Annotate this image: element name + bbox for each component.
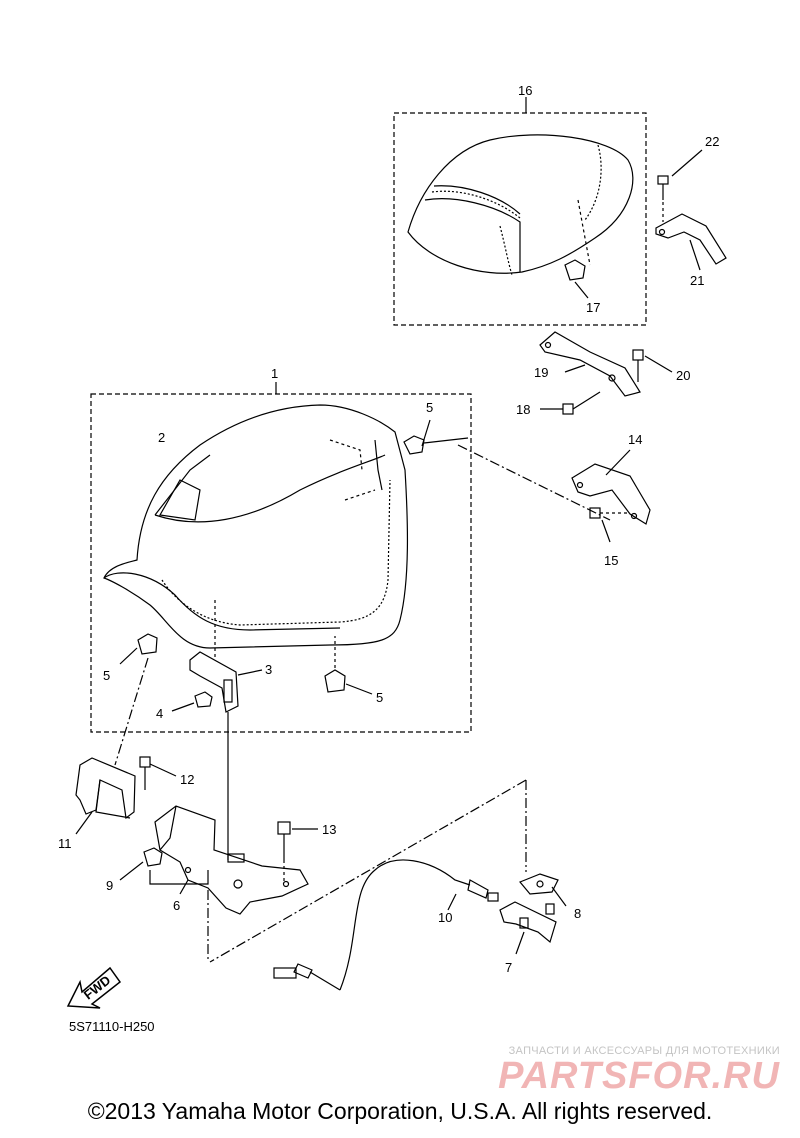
bolt-15 — [589, 507, 628, 543]
nut-4 — [171, 691, 213, 712]
watermark-logo: PARTSFOR.RU — [498, 1055, 780, 1097]
callout-20: 20 — [676, 368, 690, 383]
callout-19: 19 — [534, 365, 548, 380]
callout-16: 16 — [518, 83, 532, 98]
watermark-tagline: ЗАПЧАСТИ И АКСЕССУАРЫ ДЛЯ МОТОТЕХНИКИ — [508, 1045, 780, 1057]
bolt-12 — [139, 756, 177, 790]
callout-5-left: 5 — [103, 668, 110, 683]
callout-5-rear: 5 — [426, 400, 433, 415]
callout-9: 9 — [106, 878, 113, 893]
copyright-notice: ©2013 Yamaha Motor Corporation, U.S.A. A… — [87, 1098, 713, 1124]
seat-lock-7 — [499, 901, 557, 955]
seat-damper-5-right — [324, 636, 373, 695]
callout-4: 4 — [156, 706, 163, 721]
seat-bracket-6 — [154, 805, 309, 915]
rider-seat — [103, 404, 409, 649]
callout-6: 6 — [173, 898, 180, 913]
callout-17: 17 — [586, 300, 600, 315]
seat-bracket-11 — [75, 757, 136, 835]
callout-14: 14 — [628, 432, 642, 447]
callout-11: 11 — [58, 836, 72, 851]
callout-21: 21 — [690, 273, 704, 288]
callout-18: 18 — [516, 402, 530, 417]
bolt-22 — [657, 149, 703, 222]
seat-bracket-3 — [189, 600, 263, 713]
rider-seat-group-box — [90, 393, 472, 733]
callout-7: 7 — [505, 960, 512, 975]
seat-lock-cable-10 — [273, 859, 499, 991]
lock-plate-8 — [519, 873, 567, 907]
passenger-seat-group-box — [393, 112, 647, 326]
seat-damper-17 — [564, 259, 589, 299]
passenger-seat — [407, 134, 634, 276]
seat-damper-5-rear — [403, 419, 469, 455]
seat-bracket-19 — [539, 331, 641, 397]
diagram-part-code: 5S71110-H250 — [69, 1019, 155, 1034]
seat-bracket-21 — [655, 213, 727, 271]
callout-22: 22 — [705, 134, 719, 149]
callout-15: 15 — [604, 553, 618, 568]
callout-13: 13 — [322, 822, 336, 837]
seat-damper-5-left — [119, 633, 158, 665]
bolt-18 — [540, 391, 601, 415]
callout-5-right: 5 — [376, 690, 383, 705]
callout-1: 1 — [271, 366, 278, 381]
callout-8: 8 — [574, 906, 581, 921]
bolt-20 — [632, 349, 673, 382]
bolt-13 — [277, 821, 318, 884]
nut-9 — [119, 847, 209, 885]
seat-bracket-14 — [571, 449, 651, 525]
callout-10: 10 — [438, 910, 452, 925]
callout-3: 3 — [265, 662, 272, 677]
callout-12: 12 — [180, 772, 194, 787]
callout-2: 2 — [158, 430, 165, 445]
fwd-label: FWD — [81, 972, 114, 1002]
fwd-arrow-icon — [66, 966, 122, 1009]
